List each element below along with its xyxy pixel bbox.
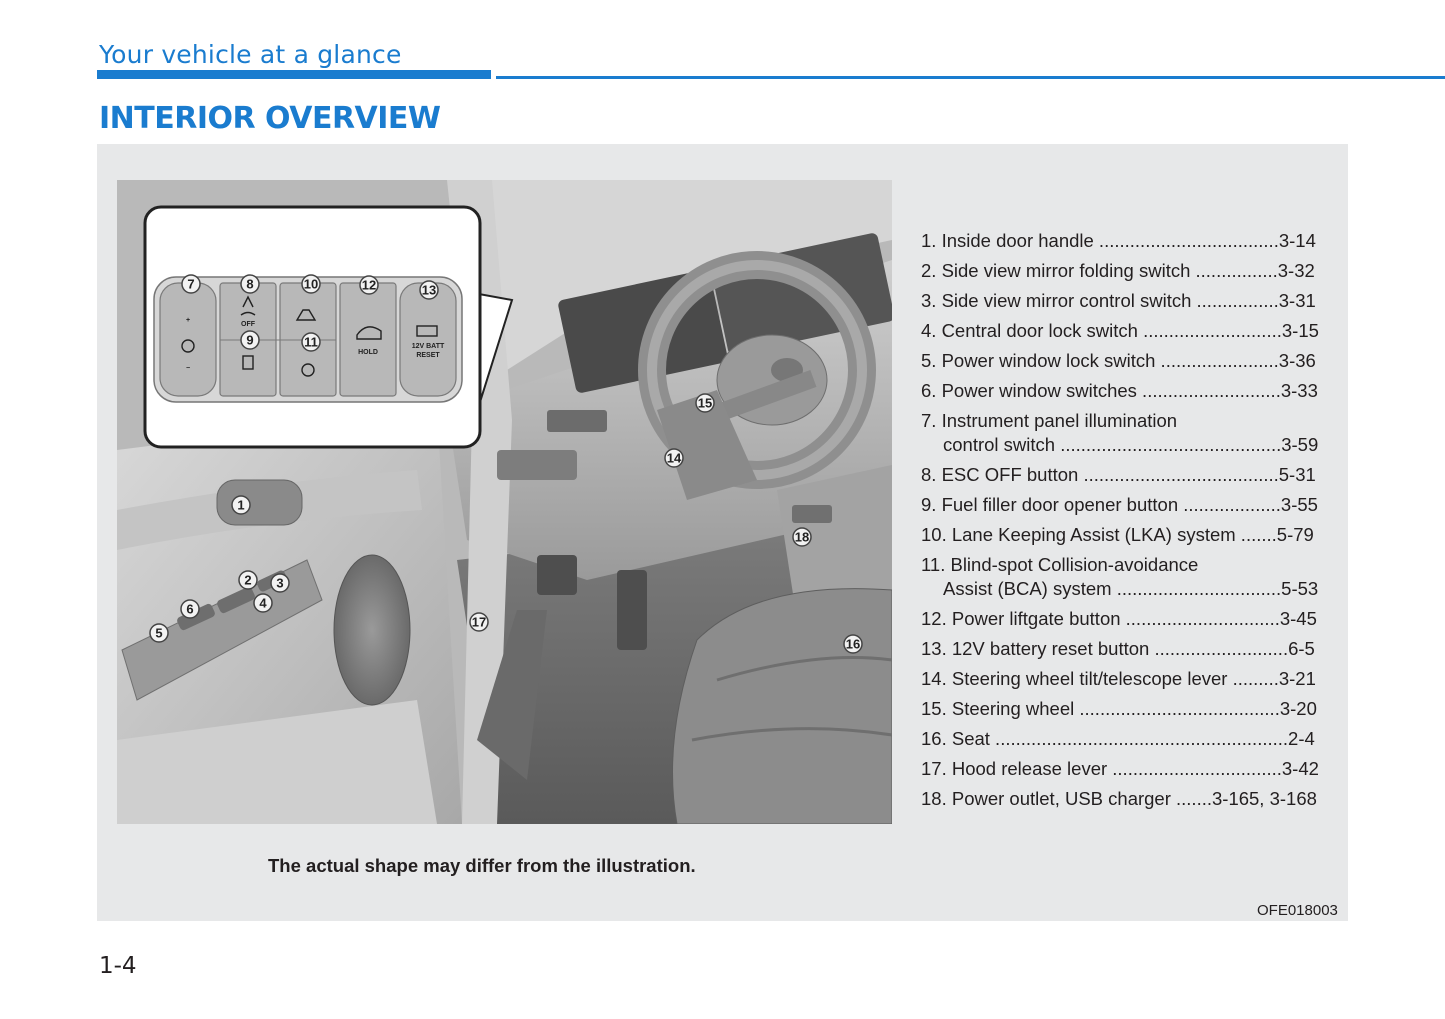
legend-item: 16. Seat ...............................… xyxy=(921,724,1325,754)
legend-item: 5. Power window lock switch ............… xyxy=(921,346,1325,376)
svg-text:16: 16 xyxy=(846,637,860,652)
legend-item-label: 9. Fuel filler door opener button ......… xyxy=(921,494,1318,515)
legend-item-label: 13. 12V battery reset button ...........… xyxy=(921,638,1315,659)
svg-text:5: 5 xyxy=(155,626,162,641)
legend-list: 1. Inside door handle ..................… xyxy=(921,226,1325,814)
callout-9: 9 xyxy=(240,330,260,350)
svg-text:4: 4 xyxy=(259,596,267,611)
illumination-plus-label: + xyxy=(186,317,190,324)
svg-text:18: 18 xyxy=(795,530,809,545)
svg-text:6: 6 xyxy=(186,602,193,617)
legend-item-label: 17. Hood release lever .................… xyxy=(921,758,1319,779)
legend-item-label: 14. Steering wheel tilt/telescope lever … xyxy=(921,668,1316,689)
callout-13: 13 xyxy=(419,280,439,300)
esc-off-label: OFF xyxy=(241,321,256,328)
batt-label-line2: RESET xyxy=(416,352,440,359)
legend-item-label: 3. Side view mirror control switch .....… xyxy=(921,290,1316,311)
legend-item: 2. Side view mirror folding switch .....… xyxy=(921,256,1325,286)
svg-text:14: 14 xyxy=(667,451,682,466)
legend-item-label-cont: Assist (BCA) system ....................… xyxy=(943,578,1319,599)
svg-text:9: 9 xyxy=(246,333,253,348)
legend-item: 17. Hood release lever .................… xyxy=(921,754,1325,784)
callout-1: 1 xyxy=(231,495,251,515)
legend-item-label: 15. Steering wheel .....................… xyxy=(921,698,1317,719)
legend-item: 9. Fuel filler door opener button ......… xyxy=(921,490,1325,520)
svg-text:3: 3 xyxy=(276,576,283,591)
batt-label-line1: 12V BATT xyxy=(412,343,445,350)
svg-text:2: 2 xyxy=(244,573,251,588)
callout-15: 15 xyxy=(695,393,715,413)
svg-text:12: 12 xyxy=(362,278,376,293)
callout-11: 11 xyxy=(301,332,321,352)
legend-item-label: 4. Central door lock switch ............… xyxy=(921,320,1319,341)
legend-item-label: 6. Power window switches ...............… xyxy=(921,380,1318,401)
callout-6: 6 xyxy=(180,599,200,619)
legend-item-label: 7. Instrument panel illumination xyxy=(921,410,1178,431)
callout-18: 18 xyxy=(792,527,812,547)
callout-7: 7 xyxy=(181,274,201,294)
button-icons xyxy=(181,295,438,377)
svg-text:13: 13 xyxy=(422,283,436,298)
legend-item: 14. Steering wheel tilt/telescope lever … xyxy=(921,664,1325,694)
svg-text:11: 11 xyxy=(304,335,318,350)
svg-text:15: 15 xyxy=(698,396,712,411)
callout-14: 14 xyxy=(664,448,684,468)
callout-3: 3 xyxy=(270,573,290,593)
legend-item-label: 2. Side view mirror folding switch .....… xyxy=(921,260,1315,281)
callout-12: 12 xyxy=(359,275,379,295)
legend-item: 4. Central door lock switch ............… xyxy=(921,316,1325,346)
legend-item: 7. Instrument panel illumination control … xyxy=(921,406,1325,460)
header-rule-thick xyxy=(97,70,491,79)
legend-item-label: 8. ESC OFF button ......................… xyxy=(921,464,1316,485)
legend-item-label: 11. Blind-spot Collision-avoidance xyxy=(921,554,1199,575)
header-rule-thin xyxy=(496,76,1445,79)
callout-16: 16 xyxy=(843,634,863,654)
legend-item: 8. ESC OFF button ......................… xyxy=(921,460,1325,490)
legend-item: 15. Steering wheel .....................… xyxy=(921,694,1325,724)
callout-17: 17 xyxy=(469,612,489,632)
legend-item: 12. Power liftgate button ..............… xyxy=(921,604,1325,634)
illustration-caption: The actual shape may differ from the ill… xyxy=(268,855,696,876)
legend-item: 1. Inside door handle ..................… xyxy=(921,226,1325,256)
svg-text:8: 8 xyxy=(246,277,253,292)
legend-item: 6. Power window switches ...............… xyxy=(921,376,1325,406)
legend-item-label: 1. Inside door handle ..................… xyxy=(921,230,1316,251)
callout-10: 10 xyxy=(301,274,321,294)
legend-item: 18. Power outlet, USB charger .......3-1… xyxy=(921,784,1325,814)
legend-item-label: 18. Power outlet, USB charger .......3-1… xyxy=(921,788,1317,809)
svg-text:17: 17 xyxy=(472,615,486,630)
callout-4: 4 xyxy=(253,593,273,613)
svg-text:10: 10 xyxy=(304,277,318,292)
legend-item-label: 16. Seat ...............................… xyxy=(921,728,1315,749)
callout-2: 2 xyxy=(238,570,258,590)
legend-item-label-cont: control switch .........................… xyxy=(943,434,1319,455)
callout-5: 5 xyxy=(149,623,169,643)
legend-item: 10. Lane Keeping Assist (LKA) system ...… xyxy=(921,520,1325,550)
page-number: 1-4 xyxy=(99,953,137,979)
legend-item-label: 10. Lane Keeping Assist (LKA) system ...… xyxy=(921,524,1314,545)
svg-text:1: 1 xyxy=(237,498,244,513)
legend-item: 3. Side view mirror control switch .....… xyxy=(921,286,1325,316)
legend-item-label: 12. Power liftgate button ..............… xyxy=(921,608,1317,629)
callout-8: 8 xyxy=(240,274,260,294)
figure-code: OFE018003 xyxy=(1257,902,1338,919)
section-title: Your vehicle at a glance xyxy=(99,40,402,69)
hold-label: HOLD xyxy=(358,349,378,356)
legend-item: 13. 12V battery reset button ...........… xyxy=(921,634,1325,664)
svg-text:7: 7 xyxy=(187,277,194,292)
illumination-minus-label: − xyxy=(186,365,190,372)
legend-item-label: 5. Power window lock switch ............… xyxy=(921,350,1316,371)
page-heading: INTERIOR OVERVIEW xyxy=(99,101,441,136)
